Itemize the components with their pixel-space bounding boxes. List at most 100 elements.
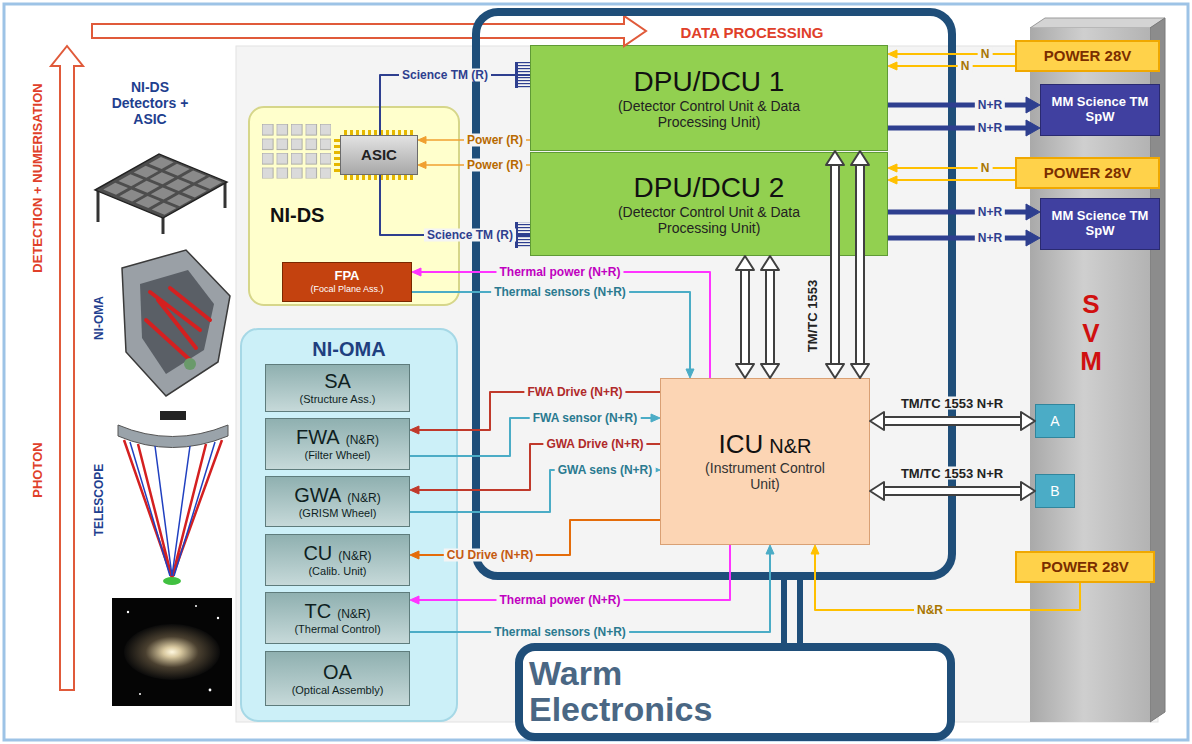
connector bbox=[888, 120, 1040, 136]
control-unit: ICUN&R(Instrument Control Unit) bbox=[660, 378, 870, 545]
arrowhead bbox=[811, 545, 819, 554]
connector-line bbox=[894, 167, 1015, 169]
figure-caption: NI-DS Detectors + ASIC bbox=[103, 79, 197, 127]
text-stack: FWA(N&R)(Filter Wheel) bbox=[296, 426, 379, 462]
node-title: POWER 28V bbox=[1044, 164, 1132, 181]
text-stack: MM Science TM SpW bbox=[1050, 95, 1150, 125]
connector-line bbox=[418, 272, 710, 378]
text-stack: A bbox=[1050, 413, 1059, 429]
node-title: POWER 28V bbox=[1044, 47, 1132, 64]
power-supply: POWER 28V bbox=[1015, 551, 1155, 583]
arrowhead bbox=[410, 426, 419, 434]
arrowhead bbox=[826, 364, 844, 378]
connector bbox=[412, 268, 710, 378]
connector bbox=[888, 164, 1015, 172]
connector-line bbox=[416, 545, 730, 600]
arrowhead bbox=[410, 486, 419, 494]
arrowhead bbox=[851, 151, 869, 165]
node-title: DPU/DCU 2 bbox=[634, 172, 785, 204]
arrowhead bbox=[766, 545, 774, 554]
signal-label: Thermal sensors (N+R) bbox=[491, 286, 629, 299]
connector-line bbox=[888, 103, 1030, 108]
connector-line bbox=[740, 269, 750, 365]
connector-line bbox=[815, 551, 1080, 610]
node-title: FPA bbox=[334, 269, 359, 284]
power-supply: POWER 28V bbox=[1015, 157, 1160, 189]
node-title: A bbox=[1050, 413, 1059, 429]
connector bbox=[888, 97, 1040, 113]
connector bbox=[870, 482, 1035, 500]
text-stack: ICUN&R(Instrument Control Unit) bbox=[703, 430, 828, 492]
bus-port: A bbox=[1035, 404, 1075, 438]
arrowhead bbox=[870, 482, 884, 500]
node-subtitle: (Structure Ass.) bbox=[300, 393, 376, 406]
connector-line bbox=[830, 164, 840, 365]
connector-line bbox=[888, 236, 1030, 241]
text-stack: B bbox=[1050, 483, 1059, 499]
text-stack: TC(N&R)(Thermal Control) bbox=[294, 600, 380, 636]
signal-label: N+R bbox=[975, 206, 1005, 219]
signal-label: Science TM (R) bbox=[424, 229, 516, 242]
node-title: POWER 28V bbox=[1041, 558, 1129, 575]
text-row: TC(N&R) bbox=[305, 600, 371, 623]
signal-label: Power (R) bbox=[464, 134, 526, 147]
signal-label: N bbox=[958, 60, 973, 73]
signal-label: TM/TC 1553 N+R bbox=[898, 467, 1006, 480]
arrowhead bbox=[1026, 230, 1040, 246]
text-stack: OA(Optical Assembly) bbox=[292, 661, 384, 697]
node-title: TC bbox=[305, 600, 332, 623]
arrowhead bbox=[412, 268, 421, 276]
power-supply: POWER 28V bbox=[1015, 40, 1160, 72]
node-title: OA bbox=[323, 661, 352, 684]
arrowhead bbox=[418, 137, 426, 144]
connector-line bbox=[380, 75, 530, 135]
text-row: FWA(N&R) bbox=[296, 426, 379, 449]
arrowhead bbox=[826, 151, 844, 165]
arrowhead bbox=[410, 596, 419, 604]
node-title: MM Science TM SpW bbox=[1050, 209, 1150, 239]
text-stack: FPA(Focal Plane Ass.) bbox=[310, 269, 383, 294]
connector-line bbox=[416, 444, 660, 490]
arrowhead bbox=[651, 414, 660, 422]
assembly-box: FWA(N&R)(Filter Wheel) bbox=[265, 418, 410, 470]
arrowhead bbox=[870, 412, 884, 430]
assembly-box: CU(N&R)(Calib. Unit) bbox=[265, 534, 410, 586]
arrowhead bbox=[888, 164, 897, 172]
node-title: B bbox=[1050, 483, 1059, 499]
connector-line bbox=[888, 210, 1030, 215]
connector-line bbox=[767, 269, 773, 365]
flow-arrow bbox=[92, 16, 646, 46]
instrument-panel bbox=[236, 46, 1158, 722]
text-stack: CU(N&R)(Calib. Unit) bbox=[303, 542, 371, 578]
connector-line bbox=[410, 551, 770, 632]
bus-port: B bbox=[1035, 474, 1075, 508]
node-title: ASIC bbox=[361, 146, 397, 163]
node-title: SA bbox=[324, 370, 351, 393]
connector-line bbox=[765, 269, 775, 365]
connector bbox=[826, 151, 844, 378]
detector-illustration bbox=[95, 154, 227, 234]
node-subtitle: (Detector Control Unit & Data Processing… bbox=[589, 98, 829, 130]
connector bbox=[811, 545, 1080, 610]
connector-line bbox=[380, 175, 530, 235]
node-subtitle: (Calib. Unit) bbox=[308, 565, 366, 578]
text-stack: POWER 28V bbox=[1041, 558, 1129, 575]
signal-label: GWA sens (N+R) bbox=[555, 464, 656, 477]
connector-line bbox=[883, 418, 1022, 424]
figure-caption: NI-OMA bbox=[93, 294, 107, 342]
flow-label: PHOTON bbox=[31, 440, 46, 499]
signal-label: Thermal sensors (N+R) bbox=[491, 626, 629, 639]
node-title: NI-DS bbox=[270, 204, 458, 227]
node-subtitle: (N&R) bbox=[347, 492, 380, 506]
node-subtitle: (N&R) bbox=[346, 434, 379, 448]
connector-line bbox=[894, 65, 1015, 67]
signal-label: Thermal power (N+R) bbox=[496, 594, 623, 607]
arrowhead bbox=[761, 364, 779, 378]
galaxy-image bbox=[112, 598, 232, 706]
connector bbox=[888, 230, 1040, 246]
arrowhead bbox=[761, 256, 779, 270]
signal-label: TM/TC 1553 bbox=[806, 277, 819, 355]
arrowhead bbox=[851, 364, 869, 378]
text-stack: DPU/DCU 2(Detector Control Unit & Data P… bbox=[589, 172, 829, 236]
connector bbox=[888, 204, 1040, 220]
